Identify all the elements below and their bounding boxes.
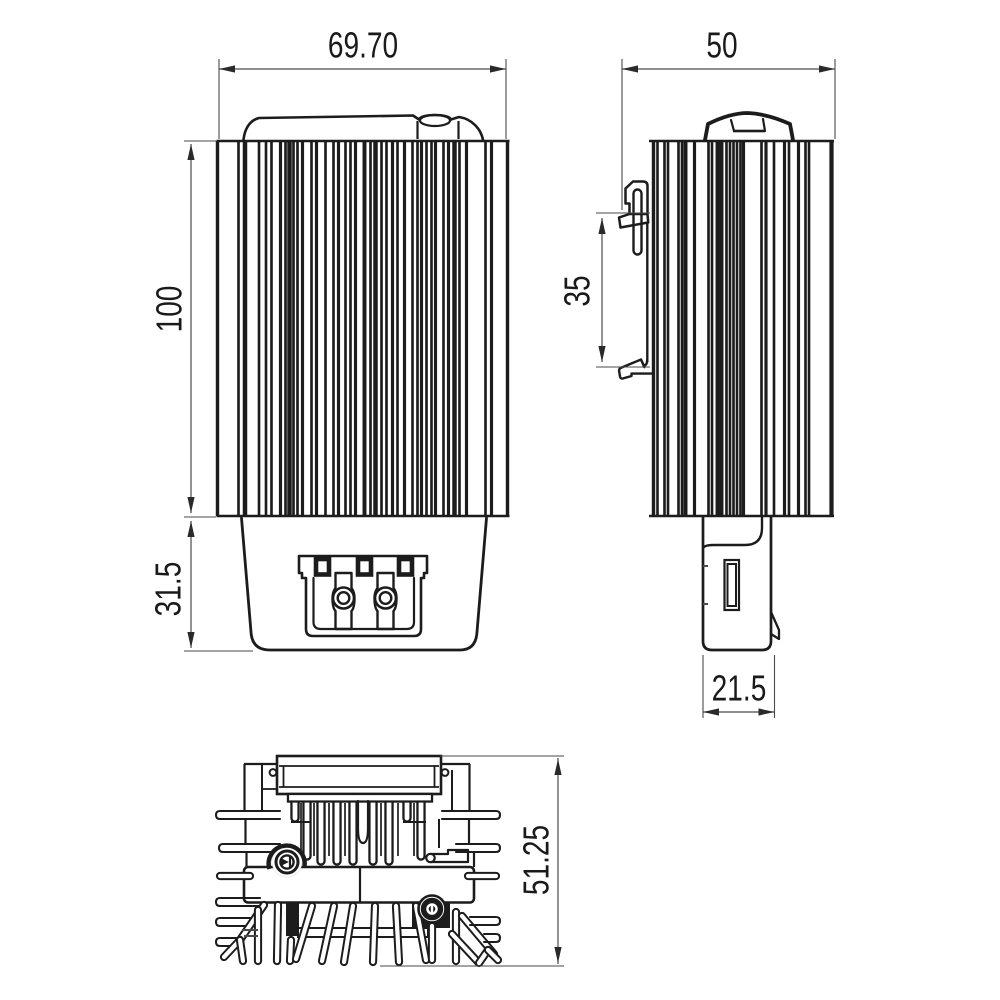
svg-text:51.25: 51.25: [516, 825, 556, 895]
svg-text:21.5: 21.5: [712, 668, 767, 708]
svg-text:50: 50: [706, 25, 737, 65]
svg-text:35: 35: [557, 275, 597, 306]
svg-text:69.70: 69.70: [328, 25, 398, 65]
svg-text:31.5: 31.5: [148, 562, 188, 617]
svg-text:100: 100: [149, 286, 189, 333]
